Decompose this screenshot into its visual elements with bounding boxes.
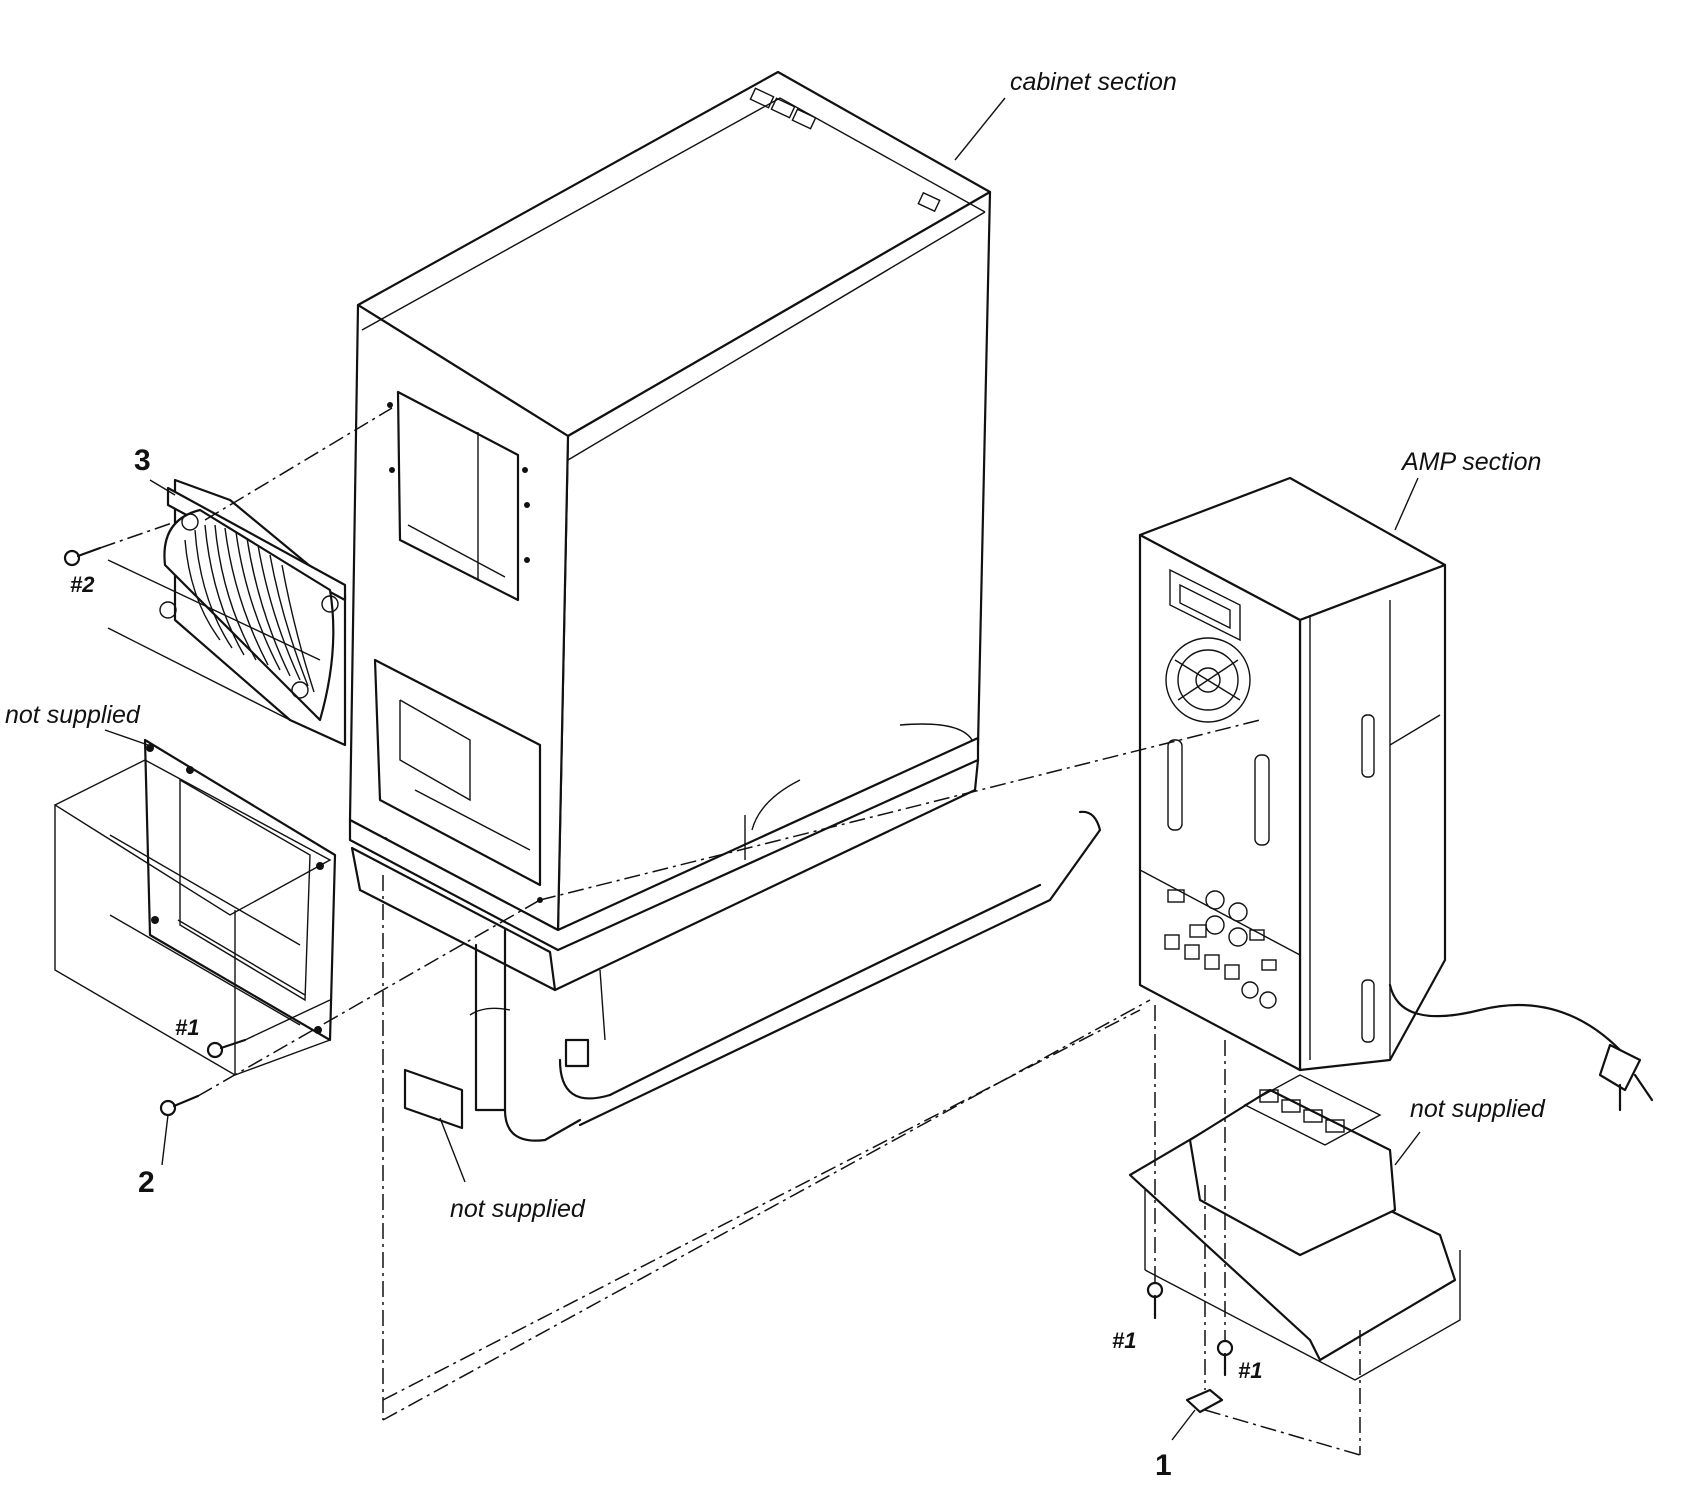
screw-part2 [159, 1094, 200, 1117]
label-not-supplied-center: not supplied [450, 1195, 586, 1223]
screw-1-left [206, 1038, 247, 1059]
screw-ref-right-upper: #1 [1112, 1328, 1136, 1353]
screw-ref-left-upper: #2 [70, 572, 95, 597]
screw-2 [63, 546, 102, 567]
label-plate [403, 1068, 464, 1130]
screw-ref-right-lower: #1 [1238, 1358, 1262, 1383]
part-number-1: 1 [1155, 1449, 1172, 1482]
bottom-cover [1128, 1074, 1461, 1381]
label-amp-section: AMP section [1400, 448, 1541, 476]
connecting-cable [578, 810, 1102, 1127]
cabinet-section [348, 70, 992, 1142]
fan-assembly-part3 [159, 478, 347, 747]
screw-ref-left-lower: #1 [175, 1015, 199, 1040]
label-not-supplied-left: not supplied [5, 701, 141, 729]
label-cabinet-section: cabinet section [1010, 68, 1177, 96]
part-number-3: 3 [134, 444, 151, 477]
screw-1-right-b [1216, 1339, 1234, 1377]
amp-section [1138, 476, 1654, 1112]
foot-part1 [1185, 1388, 1224, 1414]
frame-bracket [53, 738, 337, 1076]
label-not-supplied-right: not supplied [1410, 1095, 1546, 1123]
part-number-2: 2 [138, 1166, 155, 1199]
screw-1-right-a [1146, 1281, 1164, 1320]
